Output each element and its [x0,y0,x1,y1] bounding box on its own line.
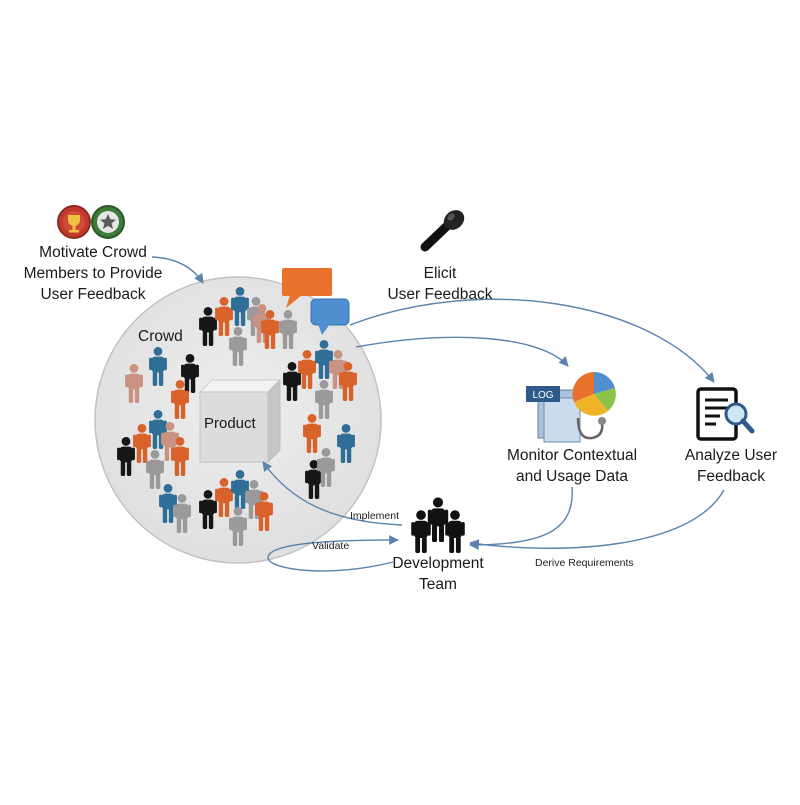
arrow-validate-loop [267,535,399,572]
crowd-person [231,469,249,509]
crowd-person [125,363,143,403]
product-cube [198,378,282,464]
microphone-icon [420,210,465,252]
crowd-person [181,353,199,393]
crowd-person [339,361,357,401]
arrow-monitor-to-team [469,486,573,550]
crowd-person [337,423,355,463]
crowd-person [231,286,249,326]
crowd-person [171,436,189,476]
crowd-person [133,423,151,463]
speech-bubble-orange [282,268,332,308]
crowd-person [199,489,217,529]
dev-team-label: Development Team [380,553,496,595]
crowd-person [315,339,333,379]
crowd-person [215,477,233,517]
crowd-person [159,483,177,523]
monitor-line-2: and Usage Data [515,468,629,485]
elicit-line-1: Elicit [423,265,457,282]
crowd-person [255,491,273,531]
arrow-motivate-to-crowd [151,256,204,284]
validate-label: Validate [312,540,350,552]
monitor-line-1: Monitor Contextual [506,447,638,464]
crowd-person [229,506,247,546]
crowd-person [199,306,217,346]
crowd-person [117,436,135,476]
crowd-person [215,296,233,336]
star-badge-icon [91,205,125,239]
motivate-line-3: User Feedback [40,286,146,303]
crowd-person [149,346,167,386]
arrow-crowd-to-monitor [355,336,569,367]
crowd-person [146,449,164,489]
crowd-person [305,459,323,499]
team-people-icon [411,497,465,553]
team-person [411,510,431,553]
dev-team-line-1: Development [392,555,484,572]
arrow-analyze-to-team [469,489,725,550]
trophy-badge-icon [57,205,91,239]
analyze-label: Analyze User Feedback [672,445,790,487]
team-person [445,510,465,553]
arrow-bubble-to-analyze [349,298,715,383]
crowd-label: Crowd [138,328,183,345]
derive-requirements-label: Derive Requirements [535,557,634,569]
crowd-person [171,379,189,419]
team-person [427,497,449,542]
document-magnifier-icon [696,387,755,441]
flow-arrows [151,256,725,572]
speech-bubble-blue [310,298,350,335]
crowd-person [173,493,191,533]
log-text: LOG [532,390,553,401]
crowd-person [303,413,321,453]
crowd-person [261,309,279,349]
elicit-label: Elicit User Feedback [370,263,510,305]
crowd-person [298,349,316,389]
elicit-line-2: User Feedback [387,286,493,303]
crowd-person [279,309,297,349]
motivate-line-2: Members to Provide [23,265,163,282]
motivate-line-1: Motivate Crowd [39,244,147,261]
analyze-line-1: Analyze User [684,447,778,464]
dev-team-line-2: Team [419,576,457,593]
crowd-person [283,361,301,401]
crowd-person [229,326,247,366]
analyze-line-2: Feedback [696,468,766,485]
crowd-person [149,409,167,449]
monitor-label: Monitor Contextual and Usage Data [492,445,652,487]
motivate-label: Motivate Crowd Members to Provide User F… [14,242,172,305]
log-document-pie-chart-icon: LOG [526,372,616,443]
crowd-person [317,447,335,487]
product-label: Product [204,415,256,432]
crowd-people [117,286,357,546]
arrow-team-to-product [262,461,403,526]
implement-label: Implement [350,510,400,522]
crowd-person [315,379,333,419]
